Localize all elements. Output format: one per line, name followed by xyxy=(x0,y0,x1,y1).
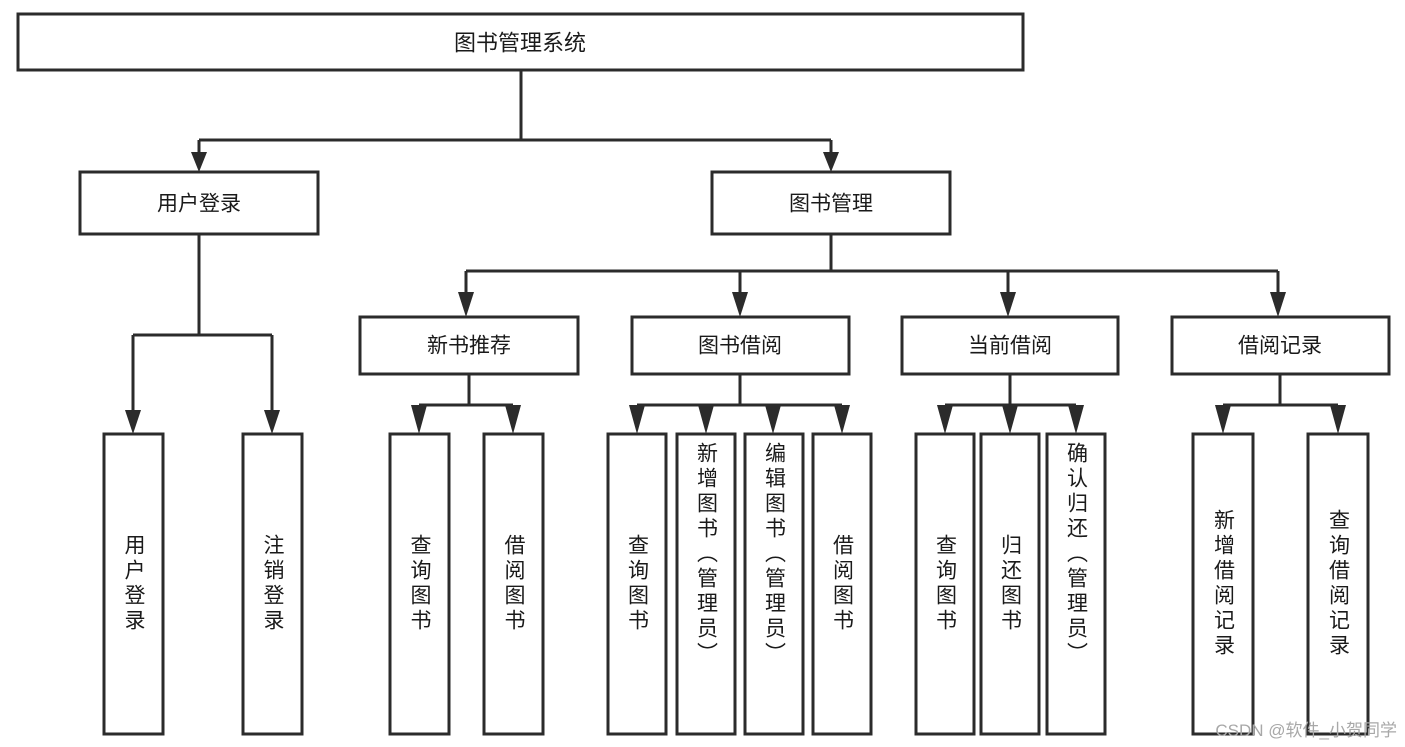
arrow-head-current-borrow xyxy=(1000,292,1016,317)
node-leaf-query-book-2-box[interactable] xyxy=(606,432,668,736)
node-root-label: 图书管理系统 xyxy=(454,31,586,56)
node-new-book-recommend-box[interactable] xyxy=(358,315,580,376)
arrow-head-borrow-record xyxy=(1270,292,1286,317)
node-current-borrow-box[interactable] xyxy=(900,315,1120,376)
arrow-head-book-manage xyxy=(823,152,839,172)
node-current-borrow-label: 当前借阅 xyxy=(968,335,1052,358)
arrow-head-leaf-query-book-1 xyxy=(411,405,427,434)
node-new-book-recommend[interactable]: 新书推荐 xyxy=(358,315,580,376)
node-root[interactable]: 图书管理系统 xyxy=(16,12,1025,72)
node-book-borrow-label: 图书借阅 xyxy=(698,335,782,358)
node-book-manage-label: 图书管理 xyxy=(789,193,873,216)
node-leaf-query-book-3-box[interactable] xyxy=(914,432,976,736)
node-book-manage[interactable]: 图书管理 xyxy=(710,170,952,236)
connector-group-user-login xyxy=(125,234,280,434)
arrow-head-leaf-query-record xyxy=(1330,405,1346,434)
arrow-head-leaf-borrow-book-2 xyxy=(834,405,850,434)
node-leaf-borrow-book-1-box[interactable] xyxy=(482,432,545,736)
connector-group-root xyxy=(191,70,839,172)
node-root-box[interactable] xyxy=(16,12,1025,72)
arrow-head-leaf-user-login xyxy=(125,410,141,434)
arrow-head-leaf-edit-book xyxy=(765,405,781,434)
arrow-head-leaf-confirm-return xyxy=(1068,405,1084,434)
node-leaf-add-book-box[interactable] xyxy=(675,432,737,736)
arrow-head-leaf-add-book xyxy=(698,405,714,434)
node-user-login-box[interactable] xyxy=(78,170,320,236)
arrow-head-leaf-logout-login xyxy=(264,410,280,434)
arrow-head-user-login xyxy=(191,152,207,172)
node-leaf-borrow-book-2-box[interactable] xyxy=(811,432,873,736)
arrow-head-new-book-recommend xyxy=(458,292,474,317)
node-leaf-confirm-return-box[interactable] xyxy=(1045,432,1107,736)
node-leaf-user-login-box[interactable] xyxy=(102,432,165,736)
arrow-head-leaf-return-book xyxy=(1002,405,1018,434)
connector-group-book-borrow xyxy=(629,374,850,434)
connector-group-new-book-recommend xyxy=(411,374,521,434)
arrow-head-leaf-borrow-book-1 xyxy=(505,405,521,434)
node-book-manage-box[interactable] xyxy=(710,170,952,236)
connector-group-borrow-record xyxy=(1215,374,1346,434)
node-new-book-recommend-label: 新书推荐 xyxy=(427,335,511,358)
node-book-borrow-box[interactable] xyxy=(630,315,851,376)
csdn-watermark: CSDN @软件_小贺同学 xyxy=(1215,721,1397,740)
node-book-borrow[interactable]: 图书借阅 xyxy=(630,315,851,376)
node-current-borrow[interactable]: 当前借阅 xyxy=(900,315,1120,376)
arrow-head-leaf-add-record xyxy=(1215,405,1231,434)
arrow-head-book-borrow xyxy=(732,292,748,317)
node-leaf-logout-login-box[interactable] xyxy=(241,432,304,736)
connector-group-book-manage xyxy=(458,234,1286,317)
node-borrow-record-label: 借阅记录 xyxy=(1238,335,1322,358)
node-leaf-query-record-box[interactable] xyxy=(1306,432,1370,736)
arrow-head-leaf-query-book-2 xyxy=(629,405,645,434)
node-leaf-return-book-box[interactable] xyxy=(979,432,1041,736)
node-borrow-record-box[interactable] xyxy=(1170,315,1391,376)
node-user-login[interactable]: 用户登录 xyxy=(78,170,320,236)
node-user-login-label: 用户登录 xyxy=(157,193,241,216)
arrow-head-leaf-query-book-3 xyxy=(937,405,953,434)
node-leaf-add-record-box[interactable] xyxy=(1191,432,1255,736)
node-leaf-edit-book-box[interactable] xyxy=(743,432,805,736)
node-borrow-record[interactable]: 借阅记录 xyxy=(1170,315,1391,376)
node-leaf-query-book-1-box[interactable] xyxy=(388,432,451,736)
connector-group-current-borrow xyxy=(937,374,1084,434)
